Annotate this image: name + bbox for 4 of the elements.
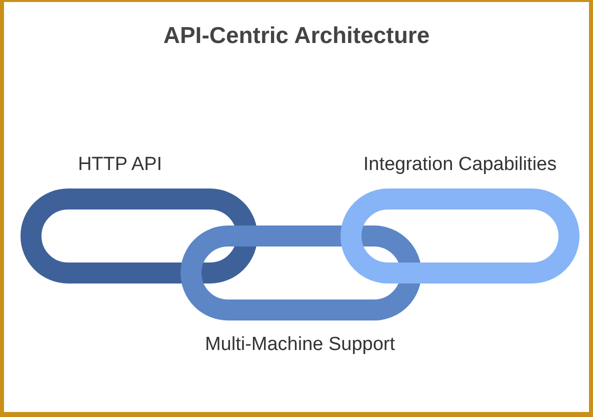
- link-label: Integration Capabilities: [362, 153, 558, 176]
- link-label: HTTP API: [76, 153, 164, 176]
- diagram-title: API-Centric Architecture: [162, 22, 431, 49]
- link-label: Multi-Machine Support: [204, 333, 396, 356]
